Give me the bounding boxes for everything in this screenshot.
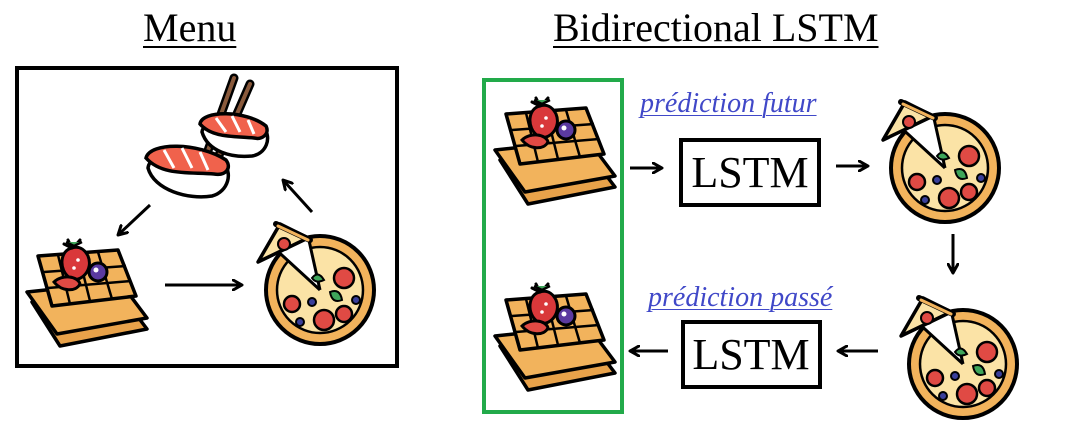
- lstm-forward-label: LSTM: [691, 148, 808, 197]
- bilstm-title: Bidirectional LSTM: [553, 5, 879, 50]
- lstm-backward-label: LSTM: [692, 330, 809, 379]
- menu-frame: [15, 66, 399, 368]
- menu-title: Menu: [143, 5, 237, 50]
- menu-sushi-icon: [146, 78, 268, 197]
- input-highlight-box: [482, 78, 624, 414]
- input-waffle-top-icon: [493, 96, 617, 206]
- arrow-pizza-to-sushi: [283, 180, 314, 214]
- arrow-sushi-to-waffle: [118, 203, 152, 235]
- lstm-forward-block: [679, 138, 821, 207]
- menu-pizza-icon: [258, 224, 374, 344]
- lstm-backward-block: [681, 320, 822, 389]
- bottom-caption: prédiction passé: [648, 282, 833, 313]
- menu-waffle-icon: [25, 238, 149, 348]
- output-pizza-bottom-icon: [901, 298, 1017, 418]
- output-pizza-top-icon: [883, 102, 999, 222]
- input-waffle-bottom-icon: [493, 282, 617, 392]
- top-caption: prédiction futur: [640, 88, 817, 119]
